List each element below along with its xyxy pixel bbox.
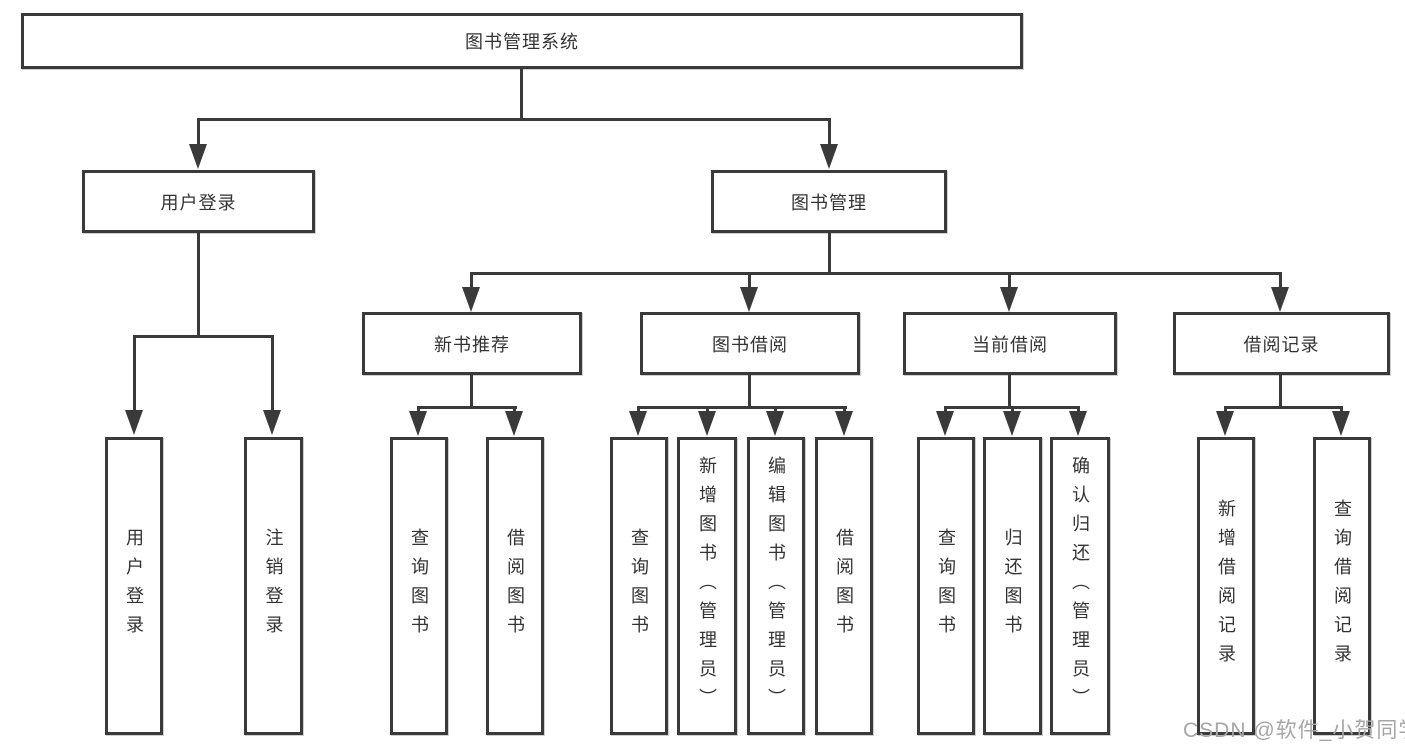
- connector-drop-logout-leaf: [271, 335, 274, 410]
- arrow-book-mgmt: [820, 144, 838, 169]
- connector-bookmgmt-stem: [828, 233, 831, 272]
- arrow-borrow-records: [1271, 287, 1289, 312]
- node-user-login: 用户登录: [82, 170, 315, 233]
- arrow-bb-query: [629, 411, 647, 436]
- connector-drop-bb-edit: [774, 406, 777, 412]
- leaf-cb-return-books: 归还图书: [983, 437, 1042, 735]
- arrow-login-leaf: [125, 410, 143, 435]
- leaf-bb-query-books: 查询图书: [610, 437, 668, 735]
- connector-newbooks-bar: [417, 406, 517, 409]
- connector-drop-book-borrow: [748, 272, 751, 288]
- arrow-bb-add: [698, 411, 716, 436]
- connector-drop-nb-borrow: [513, 406, 516, 412]
- connector-userlogin-stem: [197, 233, 200, 335]
- arrow-br-query: [1332, 411, 1350, 436]
- connector-bookborrow-stem: [748, 375, 751, 406]
- arrow-nb-borrow: [505, 411, 523, 436]
- connector-drop-bb-query: [637, 406, 640, 412]
- arrow-new-books: [462, 287, 480, 312]
- node-book-borrowing: 图书借阅: [640, 312, 860, 375]
- connector-drop-cb-return: [1011, 406, 1014, 412]
- connector-drop-bb-borrow: [843, 406, 846, 412]
- arrow-logout-leaf: [263, 410, 281, 435]
- leaf-bb-borrow-books: 借阅图书: [815, 437, 873, 735]
- connector-drop-nb-query: [417, 406, 420, 412]
- node-current-borrowing: 当前借阅: [903, 312, 1117, 375]
- arrow-nb-query: [409, 411, 427, 436]
- arrow-br-add: [1216, 411, 1234, 436]
- connector-drop-book-mgmt: [828, 118, 831, 146]
- node-book-management: 图书管理: [711, 170, 947, 233]
- connector-root-bar: [197, 118, 831, 121]
- connector-drop-borrow-records: [1279, 272, 1282, 288]
- connector-drop-current-borrow: [1008, 272, 1011, 288]
- arrow-cb-return: [1003, 411, 1021, 436]
- arrow-user-login: [189, 144, 207, 169]
- node-new-book-recommend: 新书推荐: [362, 312, 582, 375]
- connector-root-stem: [520, 69, 523, 118]
- arrow-bb-edit: [766, 411, 784, 436]
- leaf-cb-confirm-return-admin: 确认归还（管理员）: [1050, 437, 1110, 735]
- arrow-bb-borrow: [835, 411, 853, 436]
- leaf-cb-query-books: 查询图书: [917, 437, 975, 735]
- connector-borrowrecords-stem: [1279, 375, 1282, 406]
- leaf-br-query-record: 查询借阅记录: [1313, 437, 1371, 735]
- connector-drop-br-add: [1224, 406, 1227, 412]
- connector-userlogin-bar: [133, 335, 274, 338]
- leaf-logout: 注销登录: [244, 437, 303, 735]
- leaf-user-login: 用户登录: [105, 437, 163, 735]
- connector-drop-cb-confirm: [1077, 406, 1080, 412]
- connector-drop-bb-add: [706, 406, 709, 412]
- connector-borrowrecords-bar: [1224, 406, 1342, 409]
- arrow-book-borrow: [740, 287, 758, 312]
- connector-bookmgmt-bar: [470, 272, 1282, 275]
- connector-drop-br-query: [1340, 406, 1343, 412]
- connector-drop-login-leaf: [133, 335, 136, 410]
- csdn-watermark: CSDN @软件_小贺同学: [1183, 719, 1405, 742]
- connector-drop-user-login: [197, 118, 200, 146]
- leaf-nb-query-books: 查询图书: [390, 437, 448, 735]
- leaf-bb-add-books-admin: 新增图书（管理员）: [677, 437, 737, 735]
- connector-newbooks-stem: [470, 375, 473, 406]
- connector-drop-cb-query: [944, 406, 947, 412]
- leaf-bb-edit-books-admin: 编辑图书（管理员）: [747, 437, 805, 735]
- node-borrowing-records: 借阅记录: [1173, 312, 1390, 375]
- arrow-current-borrow: [1000, 287, 1018, 312]
- node-root-library-system: 图书管理系统: [21, 13, 1023, 69]
- leaf-br-add-record: 新增借阅记录: [1197, 437, 1255, 735]
- arrow-cb-confirm: [1069, 411, 1087, 436]
- leaf-nb-borrow-books: 借阅图书: [486, 437, 544, 735]
- arrow-cb-query: [936, 411, 954, 436]
- connector-drop-new-books: [470, 272, 473, 288]
- connector-currentborrow-stem: [1008, 375, 1011, 406]
- connector-bookborrow-bar: [637, 406, 847, 409]
